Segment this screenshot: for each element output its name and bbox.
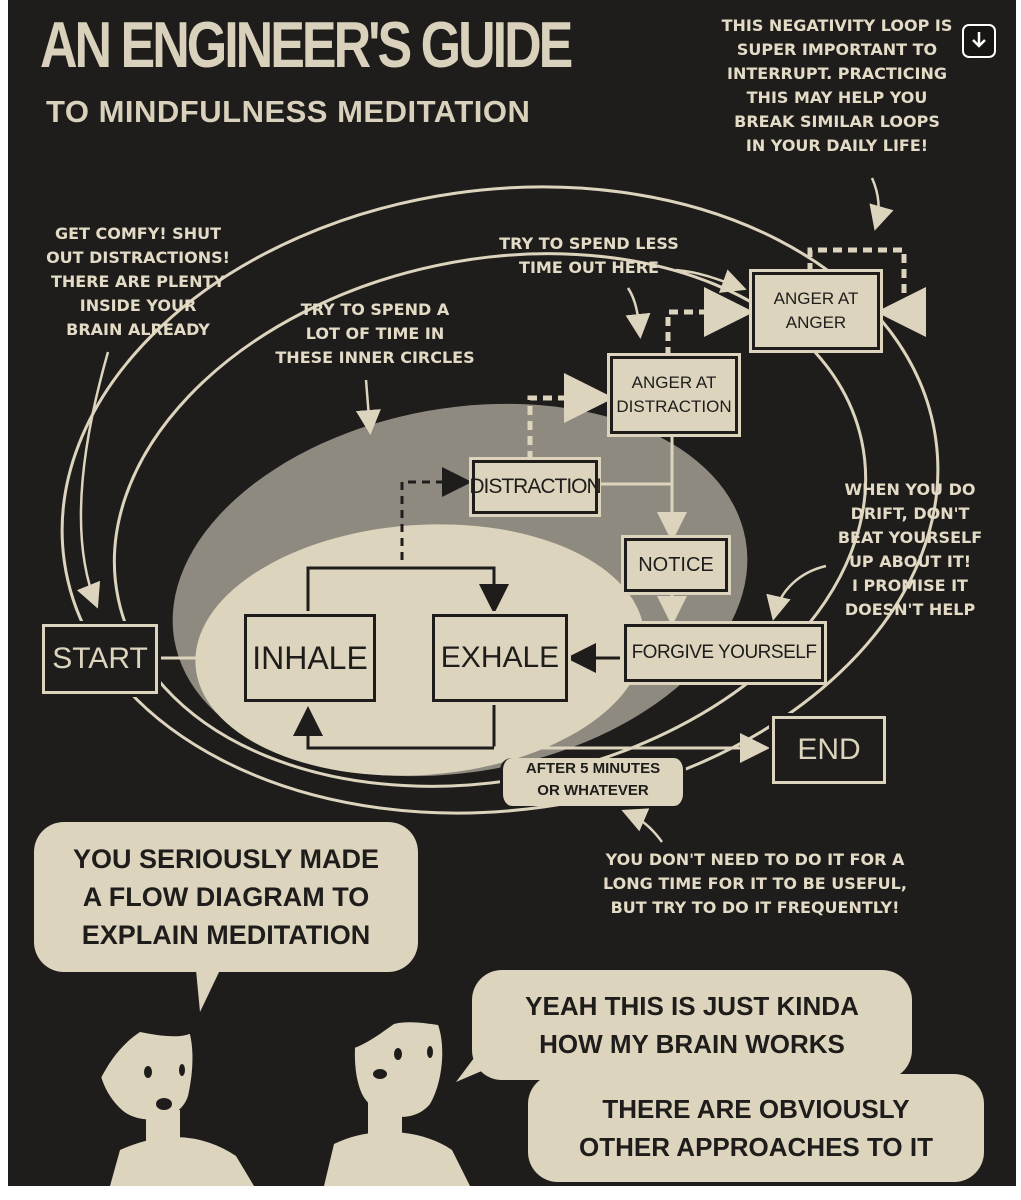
right-speech-bubble-1: YEAH THIS IS JUST KINDA HOW MY BRAIN WOR…: [472, 970, 912, 1080]
right-character: [324, 995, 470, 1186]
frequency-note: YOU DON'T NEED TO DO IT FOR A LONG TIME …: [603, 850, 907, 917]
loop-bottom-arrow: [293, 704, 496, 750]
exhale-box: EXHALE: [432, 614, 568, 702]
forgive-yourself-box: FORGIVE YOURSELF: [624, 624, 824, 682]
anger-self-loop: [807, 247, 926, 337]
download-button[interactable]: [962, 24, 996, 58]
drift-note: WHEN YOU DO DRIFT, DON'T BEAT YOURSELF U…: [837, 480, 983, 619]
left-speech-bubble: YOU SERIOUSLY MADE A FLOW DIAGRAM TO EXP…: [34, 822, 418, 972]
dashed-to-anger-anger-arrow: [665, 287, 754, 356]
get-comfy-arrow: [76, 351, 110, 609]
less-time-note: TRY TO SPEND LESS TIME OUT HERE: [499, 234, 679, 277]
dashed-to-distraction-arrow: [400, 467, 472, 560]
loop-top-arrow: [306, 566, 509, 615]
inner-circles-note: TRY TO SPEND A LOT OF TIME IN THESE INNE…: [275, 300, 475, 367]
left-character: [68, 994, 254, 1186]
frequency-note-arrow: [621, 808, 664, 843]
left-bubble-tail: [196, 970, 220, 1012]
inner-circles-arrow: [355, 379, 381, 435]
less-time-arrow-2: [625, 287, 651, 339]
start-box: START: [42, 624, 158, 694]
drift-note-arrow: [766, 564, 827, 621]
anger-at-distraction-box: ANGER AT DISTRACTION: [610, 356, 738, 434]
outer-orbit-ring: [60, 185, 940, 815]
right-speech-bubble-2: THERE ARE OBVIOUSLY OTHER APPROACHES TO …: [528, 1074, 984, 1182]
notice-box: NOTICE: [624, 538, 728, 592]
dashed-to-anger-distraction-arrow: [527, 373, 614, 460]
inhale-box: INHALE: [244, 614, 376, 702]
distraction-box: DISTRACTION: [469, 460, 602, 514]
top-right-note-arrow: [869, 177, 894, 231]
anger-at-anger-box: ANGER AT ANGER: [752, 272, 880, 350]
page-subtitle: TO MINDFULNESS MEDITATION: [46, 94, 531, 129]
get-comfy-note: GET COMFY! SHUT OUT DISTRACTIONS! THERE …: [46, 224, 230, 339]
download-icon: [972, 32, 986, 48]
page-title: AN ENGINEER'S GUIDE: [40, 9, 573, 82]
end-box: END: [772, 716, 886, 784]
top-right-note: THIS NEGATIVITY LOOP IS SUPER IMPORTANT …: [721, 16, 953, 155]
after-minutes-label: AFTER 5 MINUTES OR WHATEVER: [500, 758, 686, 806]
less-time-arrow: [675, 268, 747, 293]
